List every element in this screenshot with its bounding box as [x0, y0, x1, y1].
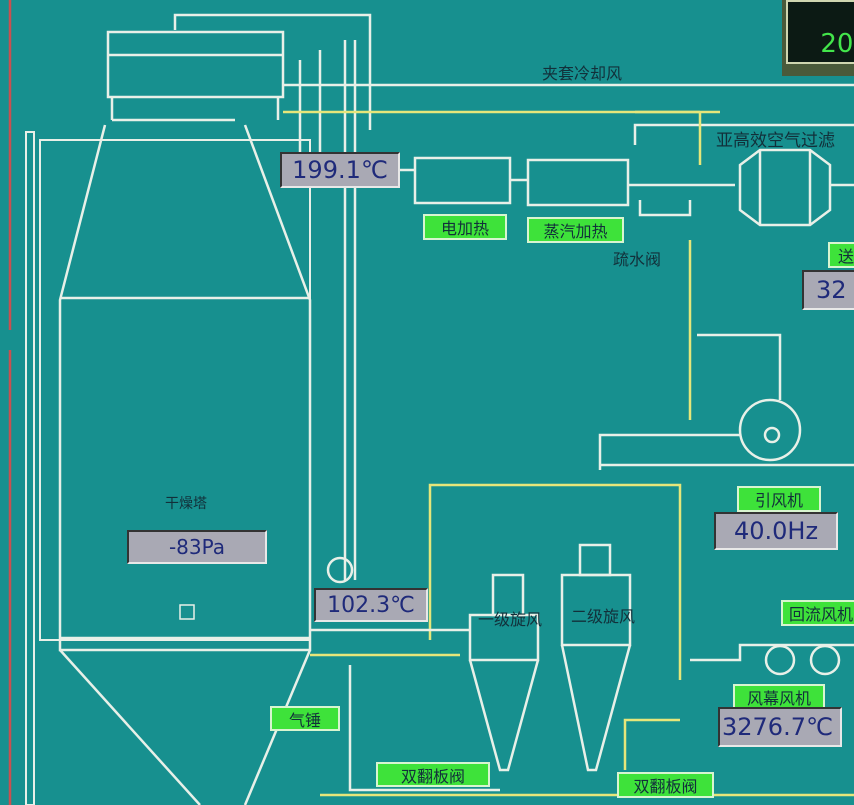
induced-draft-fan-button[interactable]: 引风机 [737, 486, 821, 512]
air-hammer-button[interactable]: 气锤 [270, 706, 340, 731]
clock-line-2: 202 [820, 29, 854, 59]
supply-fan-button[interactable]: 送 [828, 242, 854, 268]
electric-heating-button[interactable]: 电加热 [423, 214, 507, 240]
return-fan-button[interactable]: 回流风机 [781, 600, 854, 626]
drying-tower-label: 干燥塔 [165, 496, 207, 512]
induced-fan-frequency-value: 40.0Hz [714, 512, 838, 550]
air-curtain-fan-button[interactable]: 风幕风机 [733, 684, 825, 710]
steam-heating-button[interactable]: 蒸汽加热 [527, 217, 624, 243]
air-curtain-temp-value: 3276.7℃ [718, 707, 842, 747]
sub-hepa-filter-label: 亚高效空气过滤 [716, 131, 835, 151]
clock-display: 1202 [782, 0, 854, 76]
double-flap-valve-1-button[interactable]: 双翻板阀 [376, 762, 490, 787]
supply-value: 32 [802, 270, 854, 310]
jacket-cooling-air-label: 夹套冷却风 [542, 64, 623, 83]
cyclone-1-label: 一级旋风 [478, 610, 543, 629]
cyclone-2-label: 二级旋风 [571, 607, 636, 626]
tower-pressure-value: -83Pa [127, 530, 267, 564]
clock-line-1: 1 [788, 2, 854, 30]
inlet-temp-value: 199.1℃ [280, 152, 400, 188]
outlet-temp-value: 102.3℃ [314, 588, 428, 622]
steam-trap-label: 疏水阀 [613, 250, 662, 269]
double-flap-valve-2-button[interactable]: 双翻板阀 [617, 772, 714, 798]
